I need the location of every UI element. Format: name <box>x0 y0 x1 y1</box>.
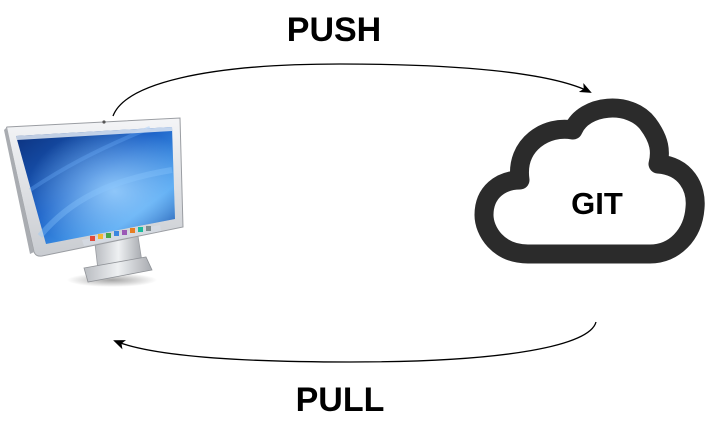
cloud-label: GIT <box>571 186 623 221</box>
pull-label: PULL <box>296 381 385 419</box>
pull-arrow <box>113 321 597 363</box>
push-arrow <box>112 63 592 117</box>
cloud-icon <box>474 98 705 264</box>
computer-monitor-icon <box>4 117 184 287</box>
push-label: PUSH <box>287 11 381 49</box>
